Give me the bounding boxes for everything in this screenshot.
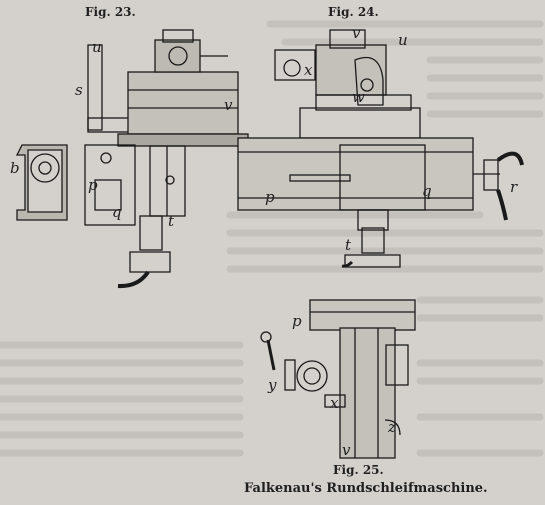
fig23-label-u: u [92, 38, 102, 56]
fig25-label-p: p [292, 312, 302, 330]
fig25-label-x: x [330, 394, 339, 412]
figure-title-caption: Falkenau's Rundschleifmaschine. [244, 481, 488, 496]
figure-24-caption: Fig. 24. [328, 5, 379, 19]
fig24-label-w: w [352, 88, 365, 106]
fig24-label-p: p [265, 188, 275, 206]
fig23-label-p: p [88, 176, 98, 194]
figure-23-caption: Fig. 23. [85, 5, 136, 19]
fig23-label-t: t [168, 212, 175, 230]
fig24-label-q: q [422, 182, 432, 200]
figure-25-caption: Fig. 25. [333, 463, 384, 477]
fig24-label-t: t [345, 236, 352, 254]
fig23-label-s: s [75, 81, 83, 99]
fig25-label-y: y [267, 376, 277, 394]
fig23-label-v: v [224, 96, 233, 114]
fig23-label-b: b [10, 159, 20, 177]
fig23-label-q: q [112, 203, 122, 221]
fig24-label-r: r [510, 178, 518, 196]
fig25-label-z: z [387, 418, 396, 436]
fig24-label-v: v [352, 24, 361, 42]
fig24-label-x: x [304, 61, 313, 79]
fig24-label-u: u [398, 31, 408, 49]
fig25-label-v: v [342, 441, 351, 459]
